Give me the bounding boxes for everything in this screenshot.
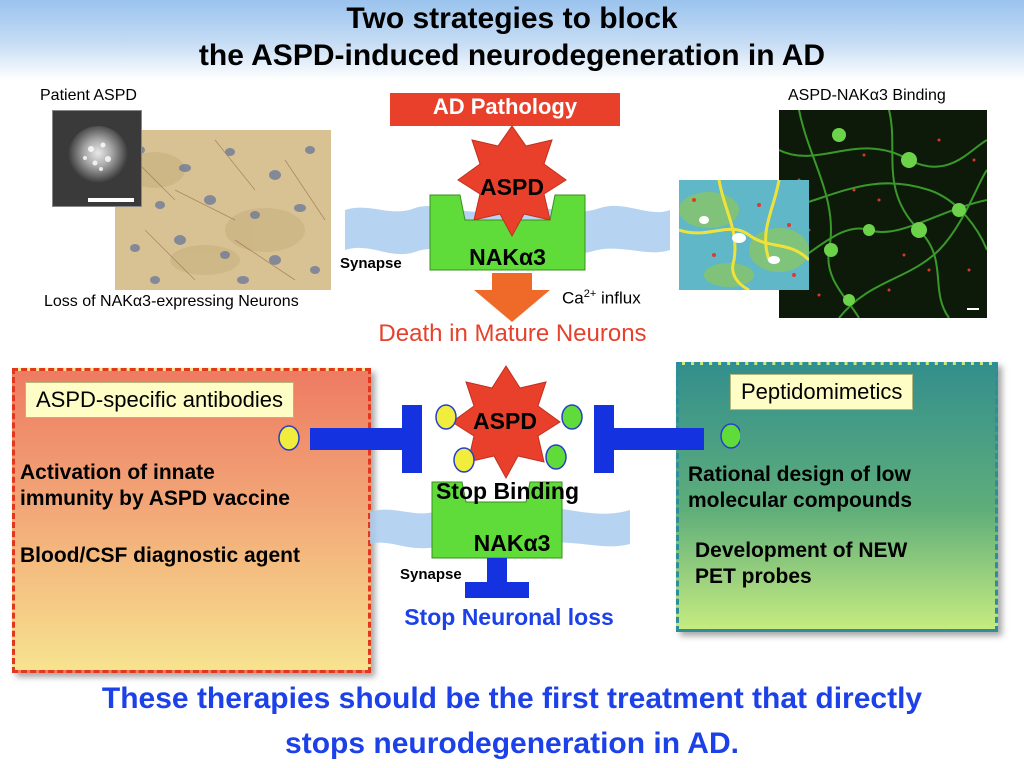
antibody-inhibitor-cap <box>402 405 422 473</box>
vaccine-line-2: immunity by ASPD vaccine <box>20 487 290 510</box>
peptide-inhibitor-cap <box>594 405 614 473</box>
rational-design-line-2: molecular compounds <box>688 489 913 512</box>
stop-neuronal-loss-label: Stop Neuronal loss <box>404 604 614 630</box>
peptide-dot-upper <box>561 404 583 430</box>
aspd-em-image <box>53 111 141 206</box>
title-line-1: Two strategies to block <box>346 2 678 35</box>
synapse-bottom-label: Synapse <box>400 566 462 583</box>
peptide-ligand-dot <box>720 423 740 449</box>
diagnostic-item: Blood/CSF diagnostic agent <box>20 544 301 567</box>
rational-design-item: Rational design of low molecular compoun… <box>688 462 912 514</box>
binding-label: ASPD-NAKα3 Binding <box>788 87 946 104</box>
title-band <box>0 0 1024 80</box>
stop-binding-label: Stop Binding <box>435 478 580 504</box>
conclusion-line-1: These therapies should be the first trea… <box>101 682 923 715</box>
antibody-strategy-panel <box>12 368 371 673</box>
rational-design-line-1: Rational design of low <box>688 463 911 486</box>
peptidomimetic-title-box: Peptidomimetics <box>730 374 914 410</box>
aspd-star-shape <box>457 125 567 238</box>
pet-probe-item: Development of NEW PET probes <box>695 538 907 590</box>
antibody-dot-upper <box>435 404 457 430</box>
ca-charge: 2+ <box>583 288 597 300</box>
influx-text: influx <box>596 288 641 308</box>
ca-influx-label: Ca2+ influx <box>562 288 641 309</box>
antibody-ligand-dot <box>278 425 300 451</box>
nakα3-receptor-bottom <box>431 481 563 559</box>
pet-probe-line-1: Development of NEW <box>695 539 908 562</box>
neuron-network-image <box>779 110 987 318</box>
aspd-top-label: ASPD <box>480 174 544 200</box>
antibody-inhibitor-bar <box>310 428 402 450</box>
aspd-star-bottom <box>451 365 561 480</box>
death-arrow <box>474 273 550 322</box>
nakα3-receptor-shape <box>429 194 586 271</box>
conclusion-line-2: stops neurodegeneration in AD. <box>285 727 739 760</box>
bottom-mechanism-diagram <box>278 365 740 598</box>
death-label: Death in Mature Neurons <box>378 320 647 347</box>
neuron-loss-micrograph <box>115 130 331 290</box>
patient-aspd-label: Patient ASPD <box>40 87 137 104</box>
title-line-2: the ASPD-induced neurodegeneration in AD <box>198 39 826 72</box>
vaccine-line-1: Activation of innate <box>20 461 215 484</box>
brain-tissue-image <box>115 130 331 290</box>
aspd-bottom-label: ASPD <box>473 408 537 434</box>
nakα3-bottom-label: NAKα3 <box>473 530 551 556</box>
loss-inhibitor-stem <box>487 558 507 582</box>
antibody-title-box: ASPD-specific antibodies <box>25 382 295 418</box>
peptide-dot-lower <box>545 444 567 470</box>
vaccine-item: Activation of innate immunity by ASPD va… <box>20 460 290 512</box>
binding-micrograph-large <box>779 110 987 318</box>
peptide-inhibitor-bar <box>614 428 704 450</box>
binding-micrograph-small <box>679 180 809 290</box>
binding-heatmap-image <box>679 180 809 290</box>
loss-inhibitor-cap <box>465 582 529 598</box>
top-mechanism-diagram <box>345 93 670 322</box>
ad-pathology-label: AD Pathology <box>432 94 578 119</box>
ca-text: Ca <box>562 288 584 308</box>
ad-pathology-box <box>390 93 620 126</box>
nakα3-top-label: NAKα3 <box>469 244 546 270</box>
neuron-loss-caption: Loss of NAKα3-expressing Neurons <box>44 293 299 310</box>
synapse-top-label: Synapse <box>340 255 402 272</box>
patient-aspd-micrograph <box>52 110 142 207</box>
antibody-dot-lower <box>453 447 475 473</box>
pet-probe-line-2: PET probes <box>695 565 812 588</box>
